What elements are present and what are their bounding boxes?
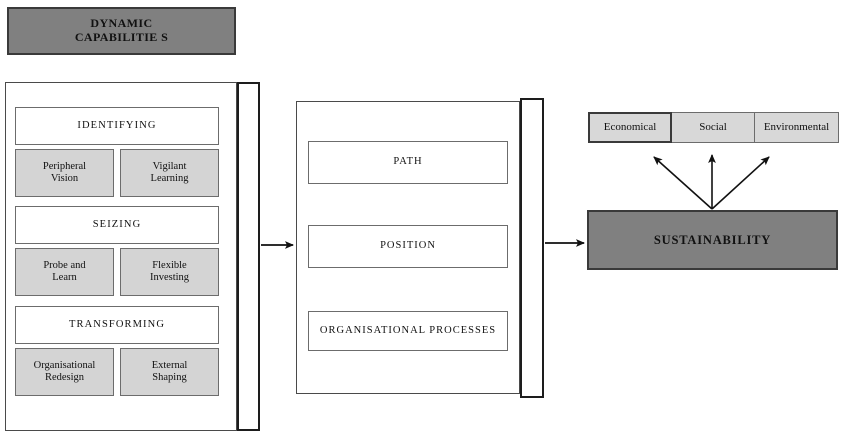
cell-line1: Peripheral [42, 160, 87, 172]
capability-title-identifying: IDENTIFYING [15, 107, 219, 145]
header-label-line1: DYNAMIC [90, 16, 153, 31]
cell-line1: Flexible [152, 259, 187, 271]
pillar-economical: Economical [588, 112, 672, 143]
cell-line2: Learning [150, 173, 189, 184]
capability-cell-flexible-investing: Flexible Investing [120, 248, 219, 296]
pillar-environmental: Environmental [755, 112, 839, 143]
pillar-social: Social [672, 112, 755, 143]
arrow-sustainability-to-economical [653, 156, 713, 210]
firm-asset-path: PATH [308, 141, 508, 184]
cell-line2: Investing [149, 272, 190, 283]
cell-line1: External [151, 359, 188, 371]
cell-line1: Vigilant [152, 160, 187, 172]
firm-asset-organisational-processes: ORGANISATIONAL PROCESSES [308, 311, 508, 351]
capability-cell-organisational-redesign: Organisational Redesign [15, 348, 114, 396]
header-dynamic-capabilities: DYNAMIC CAPABILITIE S [7, 7, 236, 55]
capability-cell-external-shaping: External Shaping [120, 348, 219, 396]
capability-title-seizing: SEIZING [15, 206, 219, 244]
cell-line2: Learn [52, 272, 77, 283]
capability-cell-peripheral-vision: Peripheral Vision [15, 149, 114, 197]
cell-line2: Vision [50, 173, 79, 184]
capability-cell-probe-and-learn: Probe and Learn [15, 248, 114, 296]
cell-line2: Redesign [44, 372, 85, 383]
cell-line1: Probe and [43, 259, 86, 271]
cell-line2: Shaping [152, 372, 187, 383]
dynamic-capabilities-side-bar [237, 82, 260, 431]
firm-assets-side-bar [520, 98, 544, 398]
header-label-line2: CAPABILITIE S [74, 30, 169, 44]
firm-asset-position: POSITION [308, 225, 508, 268]
capability-title-transforming: TRANSFORMING [15, 306, 219, 344]
sustainability-box: SUSTAINABILITY [587, 210, 838, 270]
capability-cell-vigilant-learning: Vigilant Learning [120, 149, 219, 197]
arrow-sustainability-to-environmental [711, 156, 770, 210]
cell-line1: Organisational [33, 359, 96, 371]
